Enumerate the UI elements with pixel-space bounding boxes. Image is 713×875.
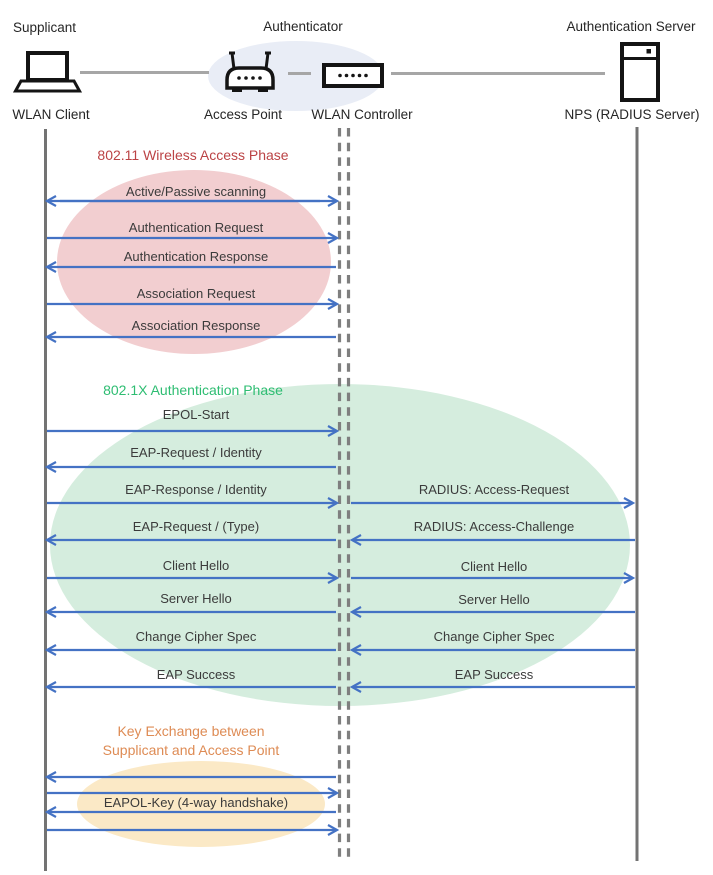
- msg-eap-request-type: EAP-Request / (Type): [132, 519, 260, 534]
- msg-server-hello-left: Server Hello: [160, 591, 232, 606]
- msg-authentication-request: Authentication Request: [128, 220, 264, 235]
- msg-eap-response-identity: EAP-Response / Identity: [125, 482, 267, 497]
- node-label-wlan-client: WLAN Client: [12, 107, 90, 122]
- phase3-ellipse: [77, 761, 325, 847]
- phase3-title-line1: Key Exchange between: [117, 723, 265, 739]
- msg-epol-start: EPOL-Start: [162, 407, 230, 422]
- wlan-controller-icon: [322, 63, 384, 88]
- msg-association-response: Association Response: [131, 318, 261, 333]
- phase2-title: 802.1X Authentication Phase: [103, 382, 283, 398]
- phase3-title: Key Exchange between Supplicant and Acce…: [66, 722, 316, 760]
- msg-server-hello-right: Server Hello: [458, 592, 530, 607]
- msg-radius-access-challenge: RADIUS: Access-Challenge: [413, 519, 575, 534]
- msg-eap-success-left: EAP Success: [156, 667, 236, 682]
- laptop-icon: [12, 51, 83, 93]
- phase3-title-line2: Supplicant and Access Point: [102, 742, 280, 758]
- msg-client-hello-right: Client Hello: [460, 559, 528, 574]
- access-point-icon: [225, 51, 275, 92]
- msg-eap-request-identity: EAP-Request / Identity: [130, 445, 262, 460]
- msg-eapol-key: EAPOL-Key (4-way handshake): [103, 795, 289, 810]
- msg-radius-access-request: RADIUS: Access-Request: [418, 482, 570, 497]
- role-authentication-server: Authentication Server: [566, 19, 696, 34]
- msg-change-cipher-spec-left: Change Cipher Spec: [135, 629, 257, 644]
- server-icon: [620, 42, 660, 102]
- role-authenticator: Authenticator: [263, 19, 343, 34]
- msg-client-hello-left: Client Hello: [162, 558, 230, 573]
- node-label-wlan-controller: WLAN Controller: [311, 107, 413, 122]
- phase1-ellipse: [57, 170, 331, 354]
- authenticator-halo-ellipse: [208, 41, 384, 111]
- msg-change-cipher-spec-right: Change Cipher Spec: [433, 629, 555, 644]
- msg-active-passive-scanning: Active/Passive scanning: [125, 184, 267, 199]
- phase1-title: 802.11 Wireless Access Phase: [97, 147, 289, 163]
- role-supplicant: Supplicant: [13, 20, 77, 35]
- msg-authentication-response: Authentication Response: [123, 249, 269, 264]
- node-label-access-point: Access Point: [203, 107, 283, 122]
- msg-eap-success-right: EAP Success: [454, 667, 534, 682]
- msg-association-request: Association Request: [136, 286, 256, 301]
- node-label-nps-server: NPS (RADIUS Server): [564, 107, 700, 122]
